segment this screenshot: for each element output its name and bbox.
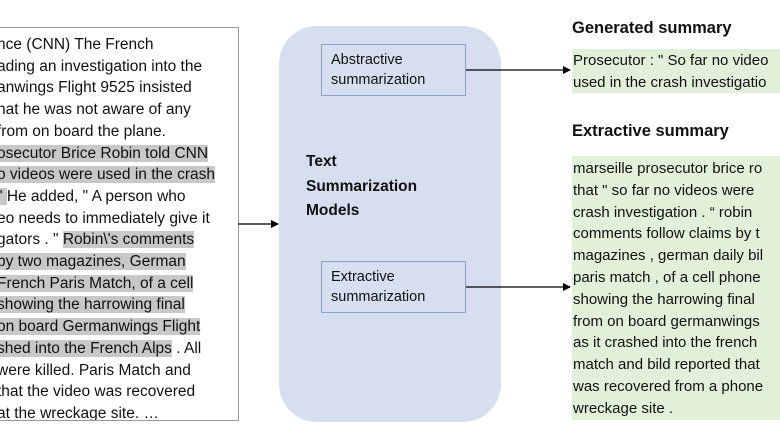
source-text: from on board the plane. xyxy=(0,122,166,140)
source-text: were killed. Paris Match and xyxy=(0,361,191,379)
extractive-summary-heading: Extractive summary xyxy=(572,122,729,140)
extractive-summary-line: as it crashed into the french xyxy=(573,334,758,352)
source-line: shed into the French Alps . All xyxy=(0,338,204,360)
source-line: French Paris Match, of a cell xyxy=(0,273,196,295)
highlighted-text: " xyxy=(0,187,7,205)
extractive-summary-line: showing the harrowing final xyxy=(573,290,755,308)
source-line: that the video was recovered xyxy=(0,381,198,403)
extractive-label-line-1: Extractive xyxy=(331,269,395,285)
highlighted-text: shed into the French Alps xyxy=(0,339,172,357)
source-text: nce (CNN) The French xyxy=(0,36,154,53)
extractive-summary-line: crash investigation . “ robin xyxy=(573,203,753,221)
source-text: . All xyxy=(171,339,202,357)
model-title-line-3: Models xyxy=(306,202,360,219)
highlighted-text: o videos were used in the crash xyxy=(0,166,215,184)
source-text: He added, " A person who xyxy=(6,187,186,205)
extractive-summary-line: magazines , german daily bil xyxy=(573,247,764,265)
source-text: hat he was not aware of any xyxy=(0,101,191,119)
extractive-summary-line: from on board germanwings xyxy=(573,312,760,330)
source-line: nce (CNN) The French xyxy=(0,34,156,56)
model-title-line-2: Summarization xyxy=(306,177,418,195)
extractive-summary-line: that " so far no videos were xyxy=(573,181,755,199)
extractive-summary-line: comments follow claims by t xyxy=(573,225,760,243)
source-text: ading an investigation into the xyxy=(0,57,203,75)
source-article-box: nce (CNN) The French ading an investigati… xyxy=(0,27,239,421)
source-line: by two magazines, German xyxy=(0,251,189,273)
source-line: hat he was not aware of any xyxy=(0,99,194,121)
source-line: " He added, " A person who xyxy=(0,186,189,208)
generated-summary-box: Prosecutor : " So far no video used in th… xyxy=(572,49,780,93)
highlighted-text: French Paris Match, of a cell xyxy=(0,274,194,292)
source-text: gators . " xyxy=(0,231,63,249)
generated-summary-line: used in the crash investigatio xyxy=(573,73,767,91)
source-line: ading an investigation into the xyxy=(0,56,205,78)
highlighted-text: on board Germanwings Flight xyxy=(0,318,201,336)
source-text: that the video was recovered xyxy=(0,383,196,401)
highlighted-text: Robin\'s comments xyxy=(62,231,195,249)
source-line: osecutor Brice Robin told CNN xyxy=(0,143,211,165)
generated-summary-heading: Generated summary xyxy=(572,19,732,37)
extractive-summary-line: wreckage site . xyxy=(573,399,674,417)
source-line: anwings Flight 9525 insisted xyxy=(0,77,195,99)
source-line: from on board the plane. xyxy=(0,121,169,143)
extractive-summary-line: match and bild reported that xyxy=(573,356,760,374)
source-line: were killed. Paris Match and xyxy=(0,360,194,382)
extractive-label-line-2: summarization xyxy=(331,289,426,305)
source-text: at the wreckage site. … xyxy=(0,404,159,420)
abstractive-label-line-2: summarization xyxy=(331,72,426,88)
extractive-summarization-box: Extractive summarization xyxy=(321,261,466,313)
source-line: on board Germanwings Flight xyxy=(0,316,203,338)
generated-summary-line: Prosecutor : " So far no video xyxy=(573,52,769,69)
model-title-line-1: Text xyxy=(306,153,337,170)
source-line: gators . " Robin\'s comments xyxy=(0,229,197,251)
highlighted-text: by two magazines, German xyxy=(0,253,186,270)
extractive-summary-line: paris match , of a cell phone xyxy=(573,269,761,286)
abstractive-summarization-box: Abstractive summarization xyxy=(321,44,466,96)
source-text: eo needs to immediately give it xyxy=(0,209,210,227)
abstractive-label-line-1: Abstractive xyxy=(331,52,403,68)
extractive-summary-box: marseille prosecutor brice ro that " so f… xyxy=(572,156,780,420)
highlighted-text: showing the harrowing final xyxy=(0,296,185,314)
source-line: o videos were used in the crash xyxy=(0,164,218,186)
extractive-summary-line: was recovered from a phone xyxy=(573,378,764,395)
source-line: showing the harrowing final xyxy=(0,294,188,316)
extractive-summary-line: marseille prosecutor brice ro xyxy=(573,160,763,177)
highlighted-text: osecutor Brice Robin told CNN xyxy=(0,144,209,162)
source-line: at the wreckage site. … xyxy=(0,403,162,420)
model-title: Text Summarization Models xyxy=(306,150,417,224)
source-line: eo needs to immediately give it xyxy=(0,208,213,230)
source-text: anwings Flight 9525 insisted xyxy=(0,79,192,97)
